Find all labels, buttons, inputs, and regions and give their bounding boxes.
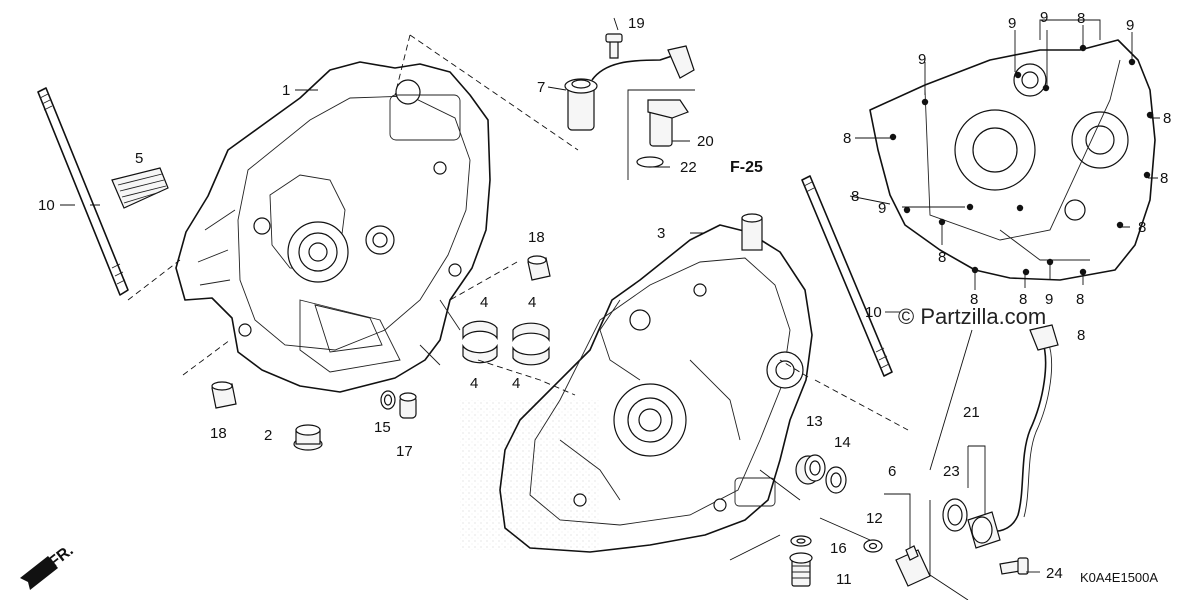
callout-5: 5	[135, 150, 143, 167]
callout-9-b: 9	[1008, 15, 1016, 32]
stud-bolt-right	[801, 175, 893, 377]
bearing-4-right	[512, 322, 550, 366]
oil-pipe-guide-line	[929, 329, 973, 471]
drain-bolt	[293, 424, 323, 451]
callout-4-b: 4	[528, 294, 536, 311]
callout-17: 17	[396, 443, 413, 460]
callout-8-c: 8	[1163, 110, 1171, 127]
callout-8-d: 8	[1160, 170, 1168, 187]
front-direction-arrow: FR.	[20, 542, 77, 590]
dowel-pin-18-top	[527, 255, 551, 281]
callout-8-j: 8	[1076, 291, 1084, 308]
left-crankcase-half	[175, 61, 491, 393]
bearing-4-left	[462, 320, 498, 364]
oil-seal-14	[825, 466, 847, 494]
callout-8-e: 8	[851, 188, 859, 205]
speed-sensor-assembly	[564, 33, 695, 131]
callout-15: 15	[374, 419, 391, 436]
washer-12	[863, 539, 883, 553]
callout-20: 20	[697, 133, 714, 150]
callout-1: 1	[282, 82, 290, 99]
drain-plug-11	[789, 552, 813, 587]
o-ring-15	[380, 390, 396, 410]
oil-pipe-bracket-line	[929, 500, 969, 600]
callout-23: 23	[943, 463, 960, 480]
callout-8-h: 8	[970, 291, 978, 308]
crankcase-bolt-pattern-view	[869, 39, 1156, 281]
sensor-detail-inset	[627, 89, 695, 180]
callout-18-top: 18	[528, 229, 545, 246]
callout-9-e: 9	[878, 200, 886, 217]
callout-2: 2	[264, 427, 272, 444]
dowel-pin-18-bottom	[211, 381, 237, 409]
callout-8-a: 8	[1077, 10, 1085, 27]
neutral-switch-6	[895, 545, 931, 587]
diagram-code: K0A4E1500A	[1080, 570, 1158, 585]
callout-9-f: 9	[1045, 291, 1053, 308]
callout-24: 24	[1046, 565, 1063, 582]
callout-4-c: 4	[470, 375, 478, 392]
callout-8-k: 8	[1077, 327, 1085, 344]
bearing-13	[795, 454, 826, 485]
right-crankcase-half	[460, 213, 813, 553]
callout-21: 21	[963, 404, 980, 421]
callout-11: 11	[836, 571, 852, 588]
callout-10-left: 10	[38, 197, 55, 214]
callout-10-right: 10	[865, 304, 882, 321]
callout-7: 7	[537, 79, 545, 96]
collar-17	[399, 392, 417, 419]
callout-18-bottom: 18	[210, 425, 227, 442]
reference-label: F-25	[730, 159, 763, 176]
callout-8-i: 8	[1019, 291, 1027, 308]
callout-9-a: 9	[918, 51, 926, 68]
stud-bolt-left	[37, 87, 129, 296]
callout-8-b: 8	[843, 130, 851, 147]
leader-lines	[60, 17, 1160, 573]
callout-8-f: 8	[1138, 219, 1146, 236]
callout-8-g: 8	[938, 249, 946, 266]
watermark: © Partzilla.com	[898, 304, 1046, 329]
callout-12: 12	[866, 510, 883, 527]
callout-13: 13	[806, 413, 823, 430]
callout-22: 22	[680, 159, 697, 176]
callout-16: 16	[830, 540, 847, 557]
callout-4-a: 4	[480, 294, 488, 311]
callout-9-c: 9	[1040, 9, 1048, 26]
callout-14: 14	[834, 434, 851, 451]
sealing-washer-16	[790, 535, 812, 547]
oil-strainer-screen	[111, 167, 169, 209]
callout-3: 3	[657, 225, 665, 242]
callout-19: 19	[628, 15, 645, 32]
oil-pipe-assembly	[942, 324, 1059, 575]
callout-4-d: 4	[512, 375, 520, 392]
callout-6: 6	[888, 463, 896, 480]
callout-9-d: 9	[1126, 17, 1134, 34]
